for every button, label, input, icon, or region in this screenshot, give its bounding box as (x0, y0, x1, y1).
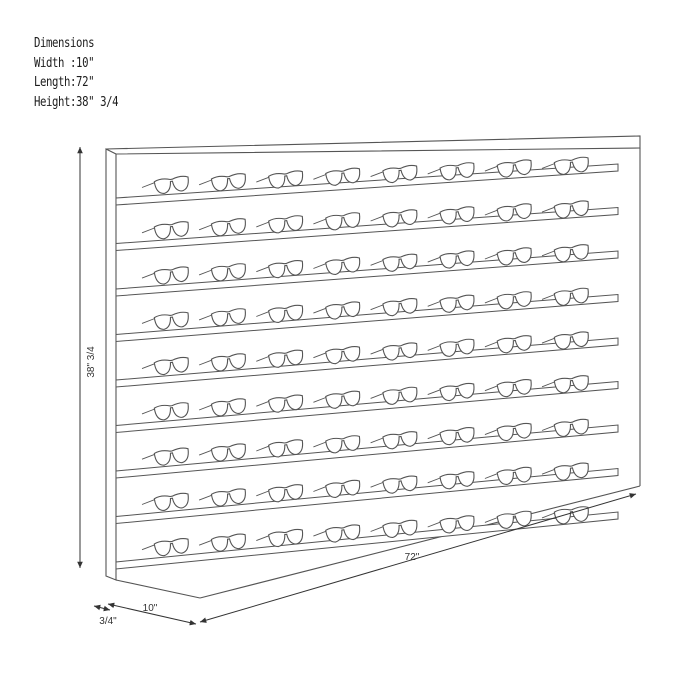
depth-dimension: 10" (107, 602, 197, 626)
eyeglasses-icon (141, 538, 189, 557)
eyeglasses-icon (313, 346, 361, 365)
specs-heading: Dimensions (34, 36, 95, 51)
eyeglasses-icon (256, 260, 304, 279)
eyeglasses-icon (484, 203, 532, 222)
eyeglasses-icon (541, 244, 589, 263)
length-dimension: 72" (199, 493, 637, 623)
eyeglasses-icon (541, 156, 589, 175)
eyeglasses-icon (198, 218, 246, 237)
eyeglasses-icon (370, 209, 418, 228)
eyeglasses-icon (427, 382, 475, 402)
eyeglasses-icon (198, 443, 246, 462)
eyeglasses-icon (427, 162, 475, 181)
eyeglasses-icon (313, 301, 361, 320)
depth-label: 10" (143, 603, 158, 614)
eyeglasses-icon (141, 311, 189, 330)
eyeglasses-icon (198, 398, 246, 417)
eyeglasses-icon (370, 298, 418, 317)
eyeglasses-icon (198, 353, 246, 372)
eyeglasses-icon (484, 335, 532, 354)
shelf (115, 337, 619, 388)
eyeglasses-icon (484, 159, 532, 178)
spec-length: Length:72" (34, 75, 95, 90)
eyeglasses-icon (198, 173, 246, 192)
height-label: 38" 3/4 (86, 346, 97, 378)
eyeglasses-icon (541, 462, 589, 481)
eyeglasses-icon (370, 164, 418, 184)
spec-height: Height:38" 3/4 (34, 94, 119, 110)
left-side-panel (105, 148, 117, 581)
eyeglasses-icon (541, 331, 589, 350)
shelf (115, 380, 619, 434)
bottom-left-edge (115, 579, 201, 599)
eyeglasses-icon (484, 247, 532, 266)
shelf (115, 206, 619, 252)
eyeglasses-icon (370, 431, 418, 450)
eyeglasses-icon (313, 256, 361, 276)
eyeglasses-icon (256, 394, 304, 413)
eyeglasses-icon (541, 375, 589, 394)
eyeglasses-icon (370, 342, 418, 361)
eyeglasses-icon (427, 206, 475, 225)
eyeglasses-icon (541, 418, 589, 438)
eyeglasses-icon (141, 221, 189, 240)
eyeglasses-icon (427, 427, 475, 446)
eyeglasses-icon (541, 200, 589, 219)
length-label: 72" (405, 552, 420, 563)
eyeglasses-icon (427, 471, 475, 490)
eyeglasses-icon (198, 308, 246, 327)
shelf (115, 424, 619, 479)
shelf (115, 250, 619, 297)
eyeglasses-icon (141, 492, 189, 512)
shelf (115, 293, 619, 343)
eyeglasses-icon (256, 439, 304, 458)
shelf (115, 511, 619, 570)
shelf (115, 163, 619, 206)
eyeglasses-icon (541, 287, 589, 306)
eyeglasses-icon (313, 167, 361, 186)
eyeglasses-icon (313, 212, 361, 231)
eyeglasses-icon (427, 294, 475, 313)
eyeglasses-icon (256, 215, 304, 234)
eyeglasses-icon (141, 356, 189, 376)
eyeglasses-icon (256, 170, 304, 189)
eyeglasses-icon (141, 175, 189, 195)
eyeglasses-icon (141, 447, 189, 466)
shelf (115, 467, 619, 525)
eyeglasses-icon (427, 338, 475, 357)
eyeglasses-icon (370, 386, 418, 405)
eyeglasses-icon (484, 379, 532, 398)
eyeglasses-icon (141, 266, 189, 285)
eyeglasses-icon (427, 250, 475, 269)
eyeglasses-icon (484, 422, 532, 442)
shelves (115, 163, 619, 570)
spec-width: Width :10" (34, 55, 95, 71)
eyeglasses-icon (141, 402, 189, 421)
eyeglasses-icon (313, 390, 361, 409)
eyeglasses-icon (256, 349, 304, 368)
height-dimension: 38" 3/4 (77, 147, 97, 568)
thickness-label: 3/4" (99, 616, 117, 627)
top-edge (105, 135, 641, 155)
eyeglasses-icon (198, 263, 246, 282)
thickness-dimension: 3/4" (93, 604, 117, 627)
dimension-specs: Dimensions Width :10" Length:72" Height:… (34, 34, 119, 112)
eyeglasses-icon (370, 253, 418, 272)
eyeglasses-icon (484, 291, 532, 310)
eyeglasses-icon (256, 304, 304, 324)
eyeglasses-icon (484, 466, 532, 486)
eyeglasses-icon (313, 435, 361, 454)
